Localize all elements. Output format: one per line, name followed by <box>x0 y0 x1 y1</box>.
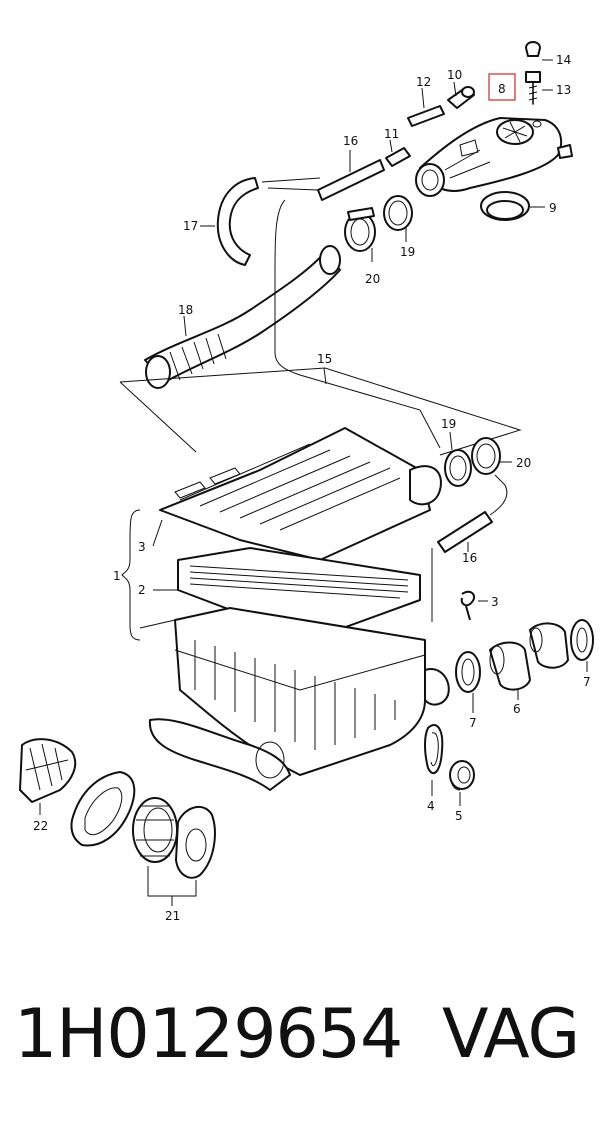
footer: 1H0129654 VAG <box>0 995 600 1085</box>
hose-16-mid <box>437 474 508 553</box>
hose-6 <box>489 641 531 700</box>
callout-18: 18 <box>178 303 193 317</box>
filter-lid-3 <box>159 427 442 561</box>
callout-16-top: 16 <box>343 134 358 148</box>
callout-3-clip: 3 <box>491 595 499 609</box>
callout-11: 11 <box>384 127 399 141</box>
cap-14 <box>525 41 553 61</box>
callout-2: 2 <box>138 583 146 597</box>
callout-8: 8 <box>498 82 506 96</box>
callout-17: 17 <box>183 219 198 233</box>
callout-labels: 14 13 12 10 8 16 11 9 17 19 20 18 15 19 … <box>33 53 591 923</box>
bracket-1 <box>121 509 141 641</box>
callout-21: 21 <box>165 909 180 923</box>
hose-16-top <box>317 150 385 201</box>
callout-10: 10 <box>447 68 462 82</box>
sensor-10 <box>447 81 475 109</box>
clamp-20-mid <box>471 437 512 475</box>
callout-14: 14 <box>556 53 571 67</box>
callout-22: 22 <box>33 819 48 833</box>
bolt-13 <box>525 71 553 105</box>
callout-20-top: 20 <box>365 272 380 286</box>
callout-7-left: 7 <box>469 716 477 730</box>
callout-19-top: 19 <box>400 245 415 259</box>
clip-11 <box>385 139 411 167</box>
intake-tube-18 <box>144 245 341 389</box>
callout-13: 13 <box>556 83 571 97</box>
seal-ring-9 <box>480 191 545 221</box>
flange-21b <box>132 797 178 863</box>
bracket-21 <box>147 866 197 906</box>
hose-6b <box>529 622 569 669</box>
clamp-7-left <box>455 651 481 713</box>
filter-housing-lower <box>148 607 450 791</box>
callout-1: 1 <box>113 569 121 583</box>
vent-line-top <box>261 177 321 191</box>
callout-15: 15 <box>317 352 332 366</box>
brand-name: VAG <box>442 995 580 1074</box>
callout-5: 5 <box>455 809 463 823</box>
vent-line-15 <box>274 199 441 449</box>
plate-21c <box>175 806 216 879</box>
clip-3 <box>460 590 488 621</box>
callout-20-mid: 20 <box>516 456 531 470</box>
ring-19-top <box>383 195 413 242</box>
callout-7-right: 7 <box>583 675 591 689</box>
clamp-7-right <box>570 619 594 672</box>
bracket-22 <box>19 738 77 815</box>
callout-19-mid: 19 <box>441 417 456 431</box>
grommet-5 <box>449 760 475 806</box>
callout-4: 4 <box>427 799 435 813</box>
callout-6: 6 <box>513 702 521 716</box>
gasket-4 <box>424 724 444 796</box>
highlight-box <box>488 73 516 101</box>
part-number: 1H0129654 <box>14 995 403 1074</box>
exploded-parts-diagram: 14 13 12 10 8 16 11 9 17 19 20 18 15 19 … <box>19 41 594 923</box>
callout-16-mid: 16 <box>462 551 477 565</box>
callout-3-lid: 3 <box>138 540 146 554</box>
seal-21a <box>70 771 136 847</box>
hose-17 <box>200 177 259 266</box>
bracket-12 <box>407 87 445 127</box>
clamp-20-top <box>344 207 376 262</box>
ring-19-mid <box>444 431 472 487</box>
callout-9: 9 <box>549 201 557 215</box>
callout-12: 12 <box>416 75 431 89</box>
intake-housing <box>415 73 573 197</box>
